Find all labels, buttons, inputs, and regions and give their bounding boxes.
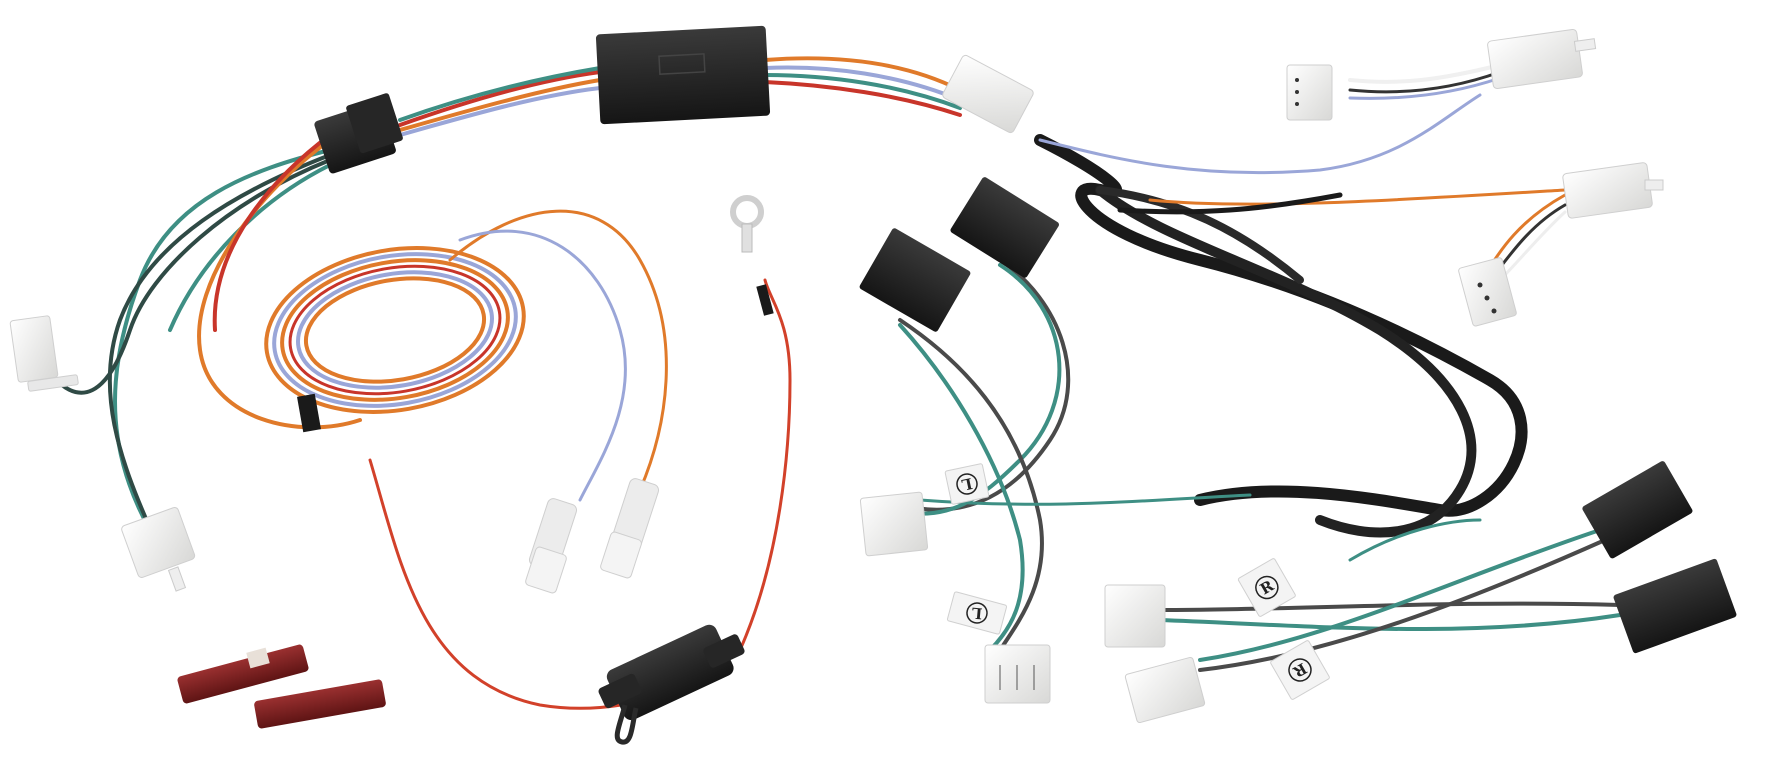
white-connector-l2	[984, 644, 1051, 704]
left-white-connector-top	[9, 315, 79, 392]
svg-text:L: L	[960, 474, 975, 494]
black-flat-connector-center-1	[859, 228, 971, 332]
black-flat-connector-right-2	[1613, 558, 1737, 654]
ring-terminal	[730, 195, 774, 316]
white-connector-top-right-plug	[1487, 28, 1597, 90]
tap-connector-2	[254, 679, 386, 729]
tag-r-2: R	[1270, 640, 1330, 700]
inline-connector-6pin	[314, 93, 403, 174]
spade-terminal-right	[600, 478, 660, 579]
white-connector-right-plug	[1562, 162, 1664, 219]
fuse-holder	[598, 624, 745, 745]
right-branch-wires	[1158, 518, 1622, 672]
top-right-wires	[1038, 63, 1567, 282]
spade-terminal-left	[525, 498, 578, 594]
left-branch-wires	[38, 133, 362, 532]
black-sheathed-cable	[1034, 134, 1528, 538]
tag-r-1: R	[1237, 558, 1296, 617]
white-connector-l1	[859, 491, 929, 557]
main-harness-wires	[398, 56, 962, 137]
left-white-connector-bottom	[121, 506, 196, 592]
black-flat-connector-center-2	[950, 177, 1059, 278]
white-connector-r2	[1124, 656, 1206, 724]
tag-l-1: L	[944, 463, 990, 505]
svg-text:L: L	[971, 604, 984, 623]
white-connector-top-right-3pin	[1286, 64, 1333, 121]
white-connector-r1	[1104, 584, 1166, 648]
white-connector-right-3pin	[1458, 257, 1517, 327]
center-branch-wires	[898, 258, 1252, 652]
converter-module	[595, 25, 771, 125]
white-connector-top-center	[942, 54, 1034, 134]
black-flat-connector-right-1	[1582, 461, 1693, 559]
tap-connector-1	[177, 644, 309, 704]
tag-l-2: L	[946, 591, 1008, 635]
